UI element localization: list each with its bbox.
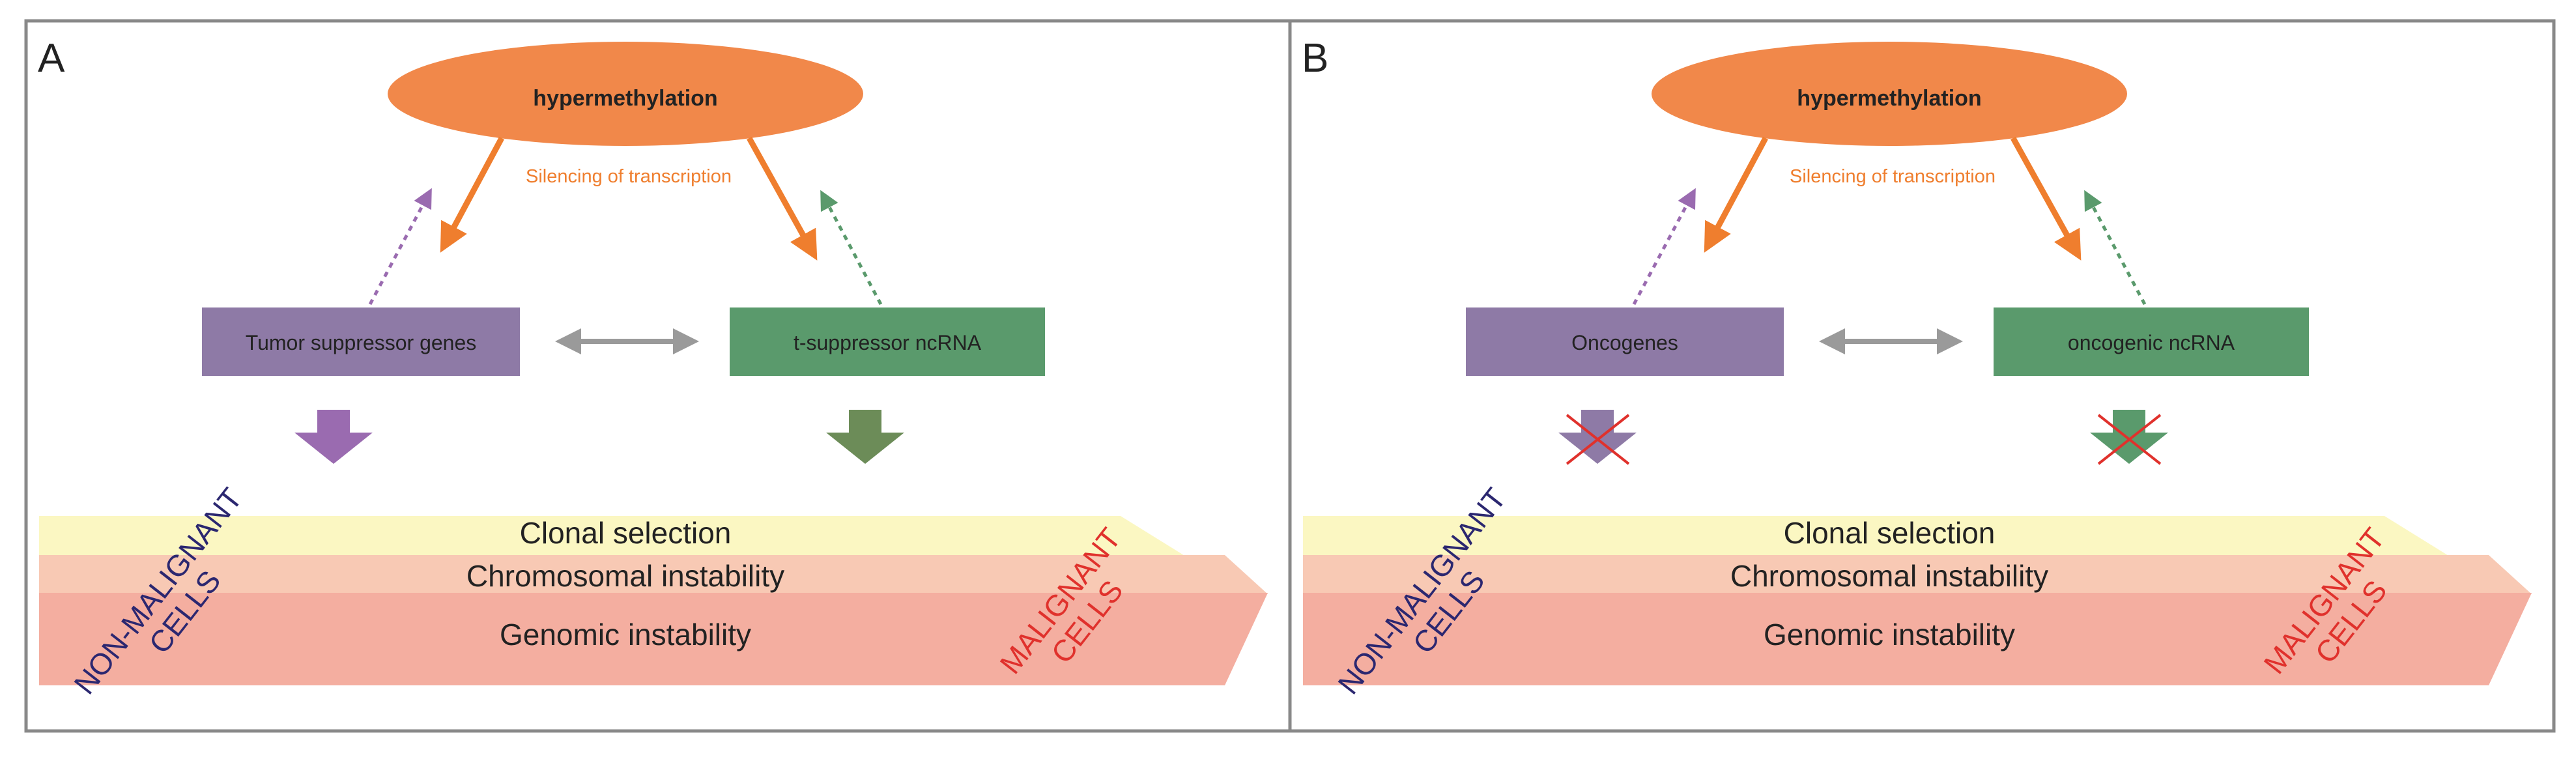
panel-frame [1288,19,2556,733]
silencing-arrow-left [440,136,504,253]
blocked-cross-right [2097,414,2162,465]
band-clonal [39,516,1186,556]
band-genomic [1303,593,2532,685]
panel-letter: B [1302,36,1328,81]
left-gene-label: Oncogenes [1571,331,1678,354]
down-arrow-green [826,410,904,464]
right-ncrna-label: t-suppressor ncRNA [794,331,982,354]
feedback-arrow-green [820,190,883,306]
band-label-genomic: Genomic instability [1764,618,2015,651]
band-label-chromosomal: Chromosomal instability [466,559,784,593]
hypermethylation-ellipse [1652,42,2127,146]
band-label-clonal: Clonal selection [520,516,732,550]
band-genomic [39,593,1268,685]
panel-b: B hypermethylation Silencing of transcri… [1288,19,2556,733]
left-gene-label: Tumor suppressor genes [246,331,477,354]
panel-letter: A [38,36,65,81]
right-ncrna-box [1994,307,2309,376]
silencing-arrow-right [747,136,818,261]
left-gene-box [202,307,520,376]
silencing-label: Silencing of transcription [526,166,732,187]
silencing-arrow-right [2011,136,2082,261]
band-clonal [1303,516,2450,556]
band-chromosomal [1303,555,2532,594]
band-label-genomic: Genomic instability [500,618,751,651]
silencing-label: Silencing of transcription [1790,166,1996,187]
right-ncrna-label: oncogenic ncRNA [2068,331,2235,354]
hypermethylation-label: hypermethylation [1797,86,1981,111]
band-label-clonal: Clonal selection [1784,516,1996,550]
down-arrow-purple [294,410,373,464]
feedback-arrow-purple [368,188,432,306]
blocked-cross-left [1566,414,1630,465]
band-label-chromosomal: Chromosomal instability [1730,559,2048,593]
hypermethylation-ellipse [388,42,863,146]
left-gene-box [1466,307,1784,376]
band-chromosomal [39,555,1268,594]
right-ncrna-box [730,307,1045,376]
panel-a: A hypermethylation Silencing of transcri… [24,19,1292,733]
feedback-arrow-purple [1632,188,1696,306]
down-arrow-green [2090,410,2168,464]
silencing-arrow-left [1704,136,1768,253]
feedback-arrow-green [2084,190,2147,306]
down-arrow-purple [1558,410,1637,464]
hypermethylation-label: hypermethylation [533,86,717,111]
